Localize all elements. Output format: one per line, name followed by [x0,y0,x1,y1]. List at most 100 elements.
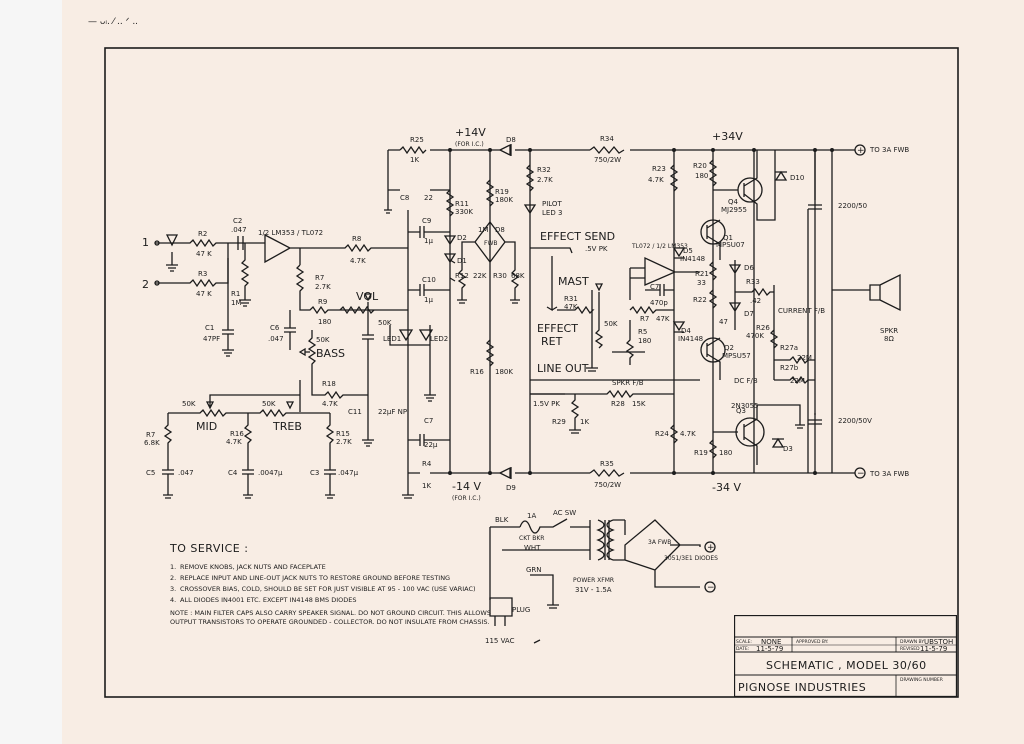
r22-label: R22 [693,296,707,304]
wht-label: WHT [524,544,541,552]
psu-plus-terminal: + [707,543,715,553]
scale-value: NONE [761,638,782,646]
c5-value: .047 [178,469,194,477]
cap-2200-50: 2200/50 [838,202,867,210]
r24-value: 4.7K [680,430,696,438]
treb-label: TREB [272,420,302,433]
rail-junctions [448,148,834,475]
r35-value: 750/2W [594,481,621,489]
r12-label: R12 [455,272,469,280]
service-item: 4.ALL DIODES IN4001 ETC. EXCEPT IN4148 B… [170,596,357,604]
c10-value: 1μ [424,296,433,304]
r21-label: R21 [695,270,709,278]
effect-ret-label-1: EFFECT [537,322,578,335]
r31-label: R31 [564,295,578,303]
psu-minus-terminal: − [707,583,715,593]
q4-value: MJ2955 [721,206,747,214]
r8-value: 4.7K [350,257,366,265]
pilot-label: PILOT [542,200,562,208]
rail-resistors [399,145,625,478]
r9-value: 180 [318,318,331,326]
r18-label: R18 [322,380,336,388]
d10-label: D10 [790,174,804,182]
treb-pot-value: 50K [262,400,276,408]
d4-value: IN4148 [678,335,703,343]
led2-label: LED2 [430,335,448,343]
c8-label: C8 [400,194,409,202]
r20-value: 180 [695,172,708,180]
spkr-fb-label: SPKR F/B [612,379,644,387]
r32-label: R32 [537,166,551,174]
service-list: 1.REMOVE KNOBS, JACK NUTS AND FACEPLATE … [170,563,500,605]
breaker-label: CKT BKR [519,535,544,542]
xfmr-value: 31V - 1.5A [575,586,612,594]
r5-label: R5 [638,328,647,336]
power-xfmr-label: POWER XFMR [573,577,614,584]
drawing-border [104,47,959,698]
r15-value: 2.7K [336,438,352,446]
rail-pos34: +34V [712,130,743,143]
r29-value: 1K [580,418,589,426]
d9-label: D9 [506,484,516,492]
bass-label: BASS [316,347,345,360]
d7-label: D7 [744,310,754,318]
date-label: DATE: [736,647,750,652]
c11-value: 22μF NP [378,408,407,416]
service-item: 2.REPLACE INPUT AND LINE-OUT JACK NUTS T… [170,574,451,582]
r27b-value: 22M [790,377,805,385]
r7-value: 2.7K [315,283,331,291]
r20-label: R20 [693,162,707,170]
d8b-label: D8 [495,226,505,234]
c7a-label: C7 [424,417,433,425]
q1-value: MPSU07 [716,241,745,249]
q3-value: 2N3055 [731,402,759,410]
dc-fb-label: DC F/B [734,377,758,385]
fwb-connectors [854,144,866,479]
input-jacks [154,240,160,286]
r27a-value: 22M [797,354,812,362]
plus-terminal: + [857,146,865,156]
r16-value: 4.7K [226,438,242,446]
c1-value: 47PF [203,335,220,343]
tone-wiring [162,226,450,499]
c8-value: 22 [424,194,433,202]
r30-label: R30 [493,272,507,280]
c9-value: 1μ [424,237,433,245]
approved-label: APPROVED BY: [796,640,829,645]
r16b-value: 180K [495,368,513,376]
c4-label: C4 [228,469,238,477]
c3-value: .047μ [338,469,359,477]
r23-value: 4.7K [648,176,664,184]
rail-diodes [498,143,512,480]
c6-label: C6 [270,324,280,332]
ac-switch-label: AC SW [553,509,576,517]
title-block-frame [734,615,957,697]
effect-ret-label: RET [541,335,563,348]
c2-value: .047 [231,226,247,234]
revised-label: REVISED [900,647,920,652]
service-heading: TO SERVICE : [170,542,249,555]
r33-label: R33 [746,278,760,286]
r33-value: .42 [750,297,761,305]
r2-value: 47 K [196,250,212,258]
effect-send-label: EFFECT SEND [540,230,615,243]
vol-label: VOL [356,290,379,303]
fuse-label: 1A [527,512,536,520]
c11-label: C11 [348,408,362,416]
r30-value: 68K [511,272,525,280]
title-block: SCALE: NONE DATE: 11-5-79 APPROVED BY: D… [734,615,957,697]
blk-label: BLK [495,516,509,524]
fwb-3a-label: 3A FWB [648,539,671,546]
c3-label: C3 [310,469,319,477]
opamp1-label: 1/2 LM353 / TL072 [258,229,323,237]
led1-label: LED1 [383,335,401,343]
r21-value: 33 [697,279,706,287]
service-item: 3.CROSSOVER BIAS, COLD, SHOULD BE SET FO… [170,585,476,593]
to-fwb-pos: TO 3A FWB [869,146,909,154]
mast-label: MAST [558,275,589,288]
r12-value: 22K [473,272,487,280]
d1-label: D1 [457,257,467,265]
r31-value: 47K [564,303,578,311]
q2-label: Q2 [724,344,734,352]
